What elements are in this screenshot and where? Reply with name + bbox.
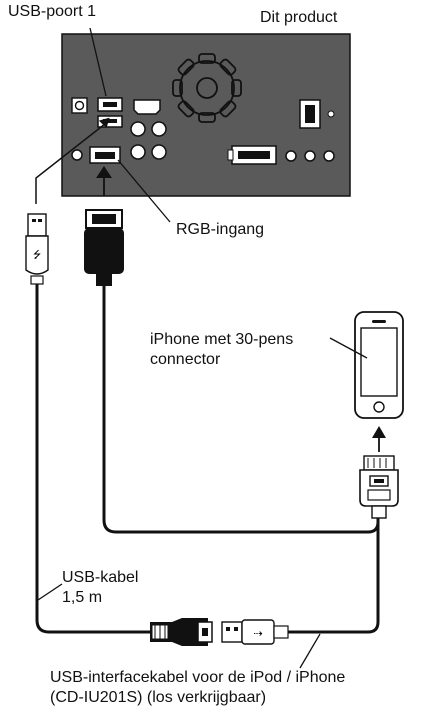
usb-cable-label-line1: USB-kabel (62, 569, 139, 586)
iphone-label-line2: connector (150, 351, 221, 368)
rgb-callout-line (117, 159, 171, 223)
round-jacks (71, 121, 167, 161)
usb-cable-label-line2: 1,5 m (62, 589, 103, 606)
iphone-callout-line (329, 337, 368, 359)
usb-port-callout-line (89, 27, 107, 97)
iphone-label-line1: iPhone met 30-pens (150, 331, 294, 348)
usb-female-connector (150, 618, 213, 646)
iphone-device (354, 311, 404, 419)
interface-callout-line (299, 633, 321, 669)
thirty-pin-connector (359, 455, 399, 519)
usb-male-plug: ⇢ (221, 619, 289, 645)
interface-label-line1: USB-interfacekabel voor de iPod / iPhone (50, 669, 346, 686)
usb-cable-label: USB-kabel 1,5 m (62, 568, 138, 608)
usb-port-label: USB-poort 1 (8, 3, 97, 20)
rgb-insert-arrow (96, 166, 112, 178)
rgb-plug-black (84, 209, 124, 286)
multipin-connector-vertical (299, 99, 335, 129)
small-jack-square (71, 97, 88, 114)
head-unit-rear-panel (61, 33, 351, 197)
wiring-harness-connector (227, 145, 277, 165)
interface-usb-cable-line (288, 516, 380, 634)
product-label: Dit product (260, 9, 338, 26)
fan-grille (172, 53, 242, 123)
usb-cable-callout-line (37, 583, 63, 601)
interface-label-line2: (CD-IU201S) (los verkrijgbaar) (50, 689, 267, 706)
usb-cable-line (35, 284, 150, 634)
rgb-input-label: RGB-ingang (176, 221, 265, 238)
iphone-label: iPhone met 30-pens connector (150, 330, 293, 370)
right-round-jacks (285, 150, 335, 162)
usb-insert-arrow (35, 119, 111, 204)
iphone-insert-arrow (372, 426, 386, 438)
rgb-cable-line (102, 286, 380, 534)
hdmi-port (133, 99, 161, 115)
interface-cable-label: USB-interfacekabel voor de iPod / iPhone… (50, 668, 345, 708)
usb-plug-white: ⭍ (25, 213, 49, 285)
svg-text:⭍: ⭍ (33, 249, 41, 261)
svg-text:⇢: ⇢ (253, 627, 262, 640)
